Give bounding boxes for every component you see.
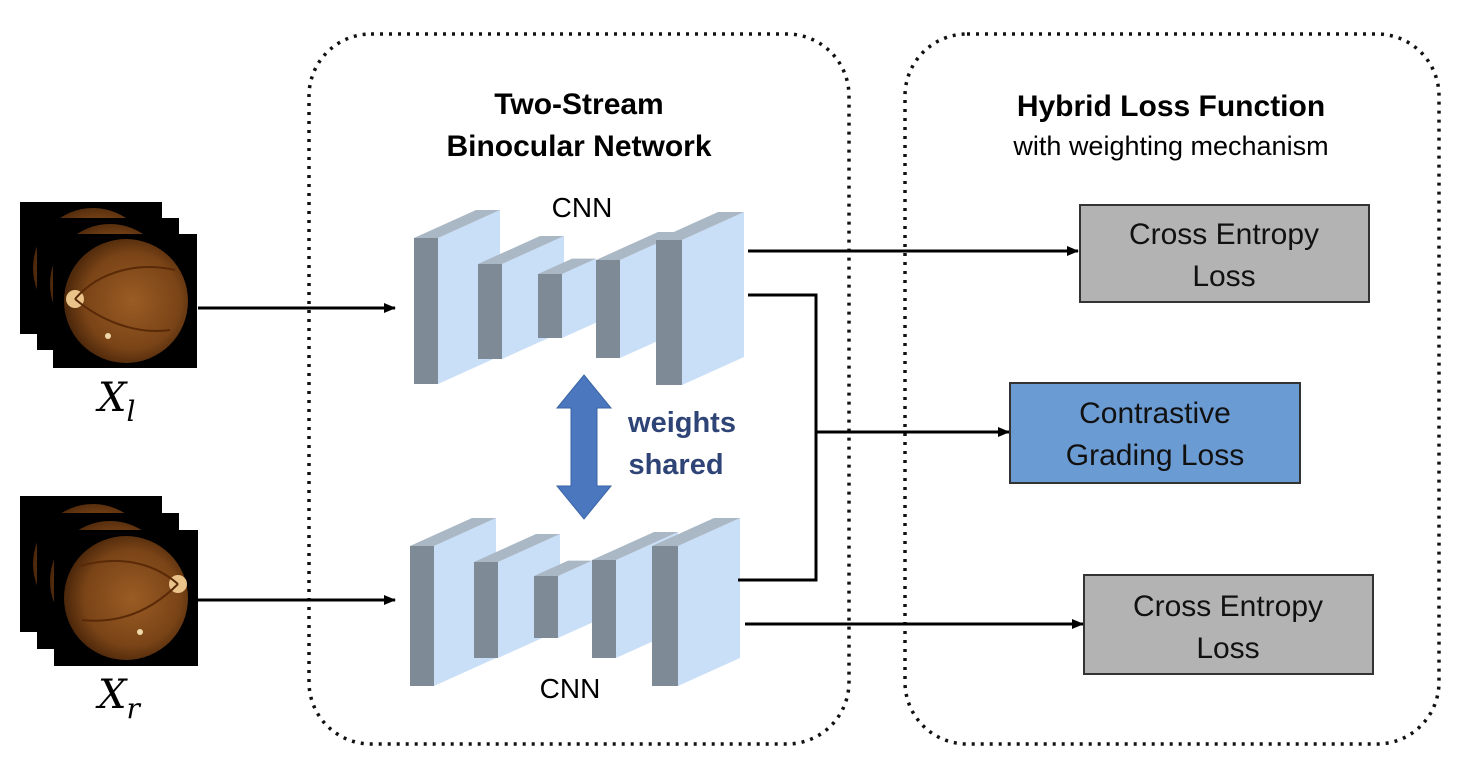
hybrid-loss-panel — [903, 32, 1441, 746]
weights-shared-line2: shared — [628, 449, 723, 481]
cnn-layer-face — [678, 518, 740, 686]
right-eye-image-stack — [20, 496, 198, 666]
ce-bottom-line2: Loss — [1196, 632, 1259, 665]
cnn-layer-side — [592, 560, 616, 658]
cnn-layer-block — [652, 518, 740, 686]
cnn-top-label: CNN — [552, 192, 613, 223]
ce-bottom-line1: Cross Entropy — [1133, 590, 1323, 623]
right-input-label: Xr — [95, 672, 141, 725]
cross-entropy-loss-top: Cross Entropy Loss — [1079, 204, 1370, 303]
cnn-layer-side — [410, 546, 434, 686]
loss-title: Hybrid Loss Function — [1017, 90, 1325, 123]
cnn-layer-face — [558, 560, 593, 638]
binocular-network-panel — [307, 32, 851, 746]
left-input-subscript: l — [126, 395, 135, 428]
cnn-layer-side — [534, 576, 558, 638]
cross-entropy-loss-bottom: Cross Entropy Loss — [1083, 574, 1374, 675]
contrastive-line2: Grading Loss — [1066, 439, 1244, 472]
cnn-layer-block — [538, 258, 597, 338]
cnn-layer-side — [538, 274, 562, 338]
left-eye-image-stack — [20, 202, 197, 368]
cnn-layer-face — [562, 258, 597, 338]
left-input-label: Xl — [95, 375, 135, 428]
cnn-layer-side — [474, 562, 498, 658]
ce-top-line1: Cross Entropy — [1129, 218, 1319, 251]
fundus-image — [54, 530, 198, 666]
cnn-layer-face — [682, 212, 744, 385]
cnn-layer-top-face — [410, 518, 496, 546]
cnn-layer-top-face — [414, 210, 500, 238]
cnn-layer-side — [414, 238, 438, 384]
cnn-layer-top-face — [652, 518, 740, 546]
fundus-image — [53, 234, 197, 368]
cnn-layer-top-face — [656, 212, 744, 240]
cnn-layer-side — [656, 240, 682, 385]
weights-shared-line1: weights — [627, 407, 736, 439]
cnn-layer-top-face — [534, 560, 593, 576]
loss-subtitle: with weighting mechanism — [1012, 131, 1328, 161]
ce-top-line2: Loss — [1192, 260, 1255, 293]
contrastive-line1: Contrastive — [1079, 397, 1231, 430]
cnn-layer-block — [656, 212, 744, 385]
contrastive-connector — [738, 293, 818, 582]
cnn-layer-top-face — [538, 258, 597, 274]
cnn-bottom-label: CNN — [540, 673, 601, 704]
weights-shared-arrow — [555, 374, 613, 520]
right-input-symbol: X — [95, 672, 128, 718]
contrastive-grading-loss: Contrastive Grading Loss — [1009, 382, 1301, 484]
cnn-layer-side — [478, 264, 502, 359]
cnn-layer-side — [596, 260, 620, 358]
cnn-top — [414, 210, 744, 385]
cnn-layer-top-face — [592, 532, 678, 560]
cnn-layer-top-face — [474, 534, 560, 562]
cnn-bottom — [410, 518, 740, 686]
left-input-symbol: X — [95, 375, 128, 421]
network-title-line1: Two-Stream — [494, 88, 663, 121]
cnn-layer-block — [534, 560, 593, 638]
cnn-layer-top-face — [478, 236, 564, 264]
right-input-subscript: r — [126, 692, 141, 725]
cnn-layer-side — [652, 546, 678, 686]
network-title-line2: Binocular Network — [446, 130, 711, 163]
